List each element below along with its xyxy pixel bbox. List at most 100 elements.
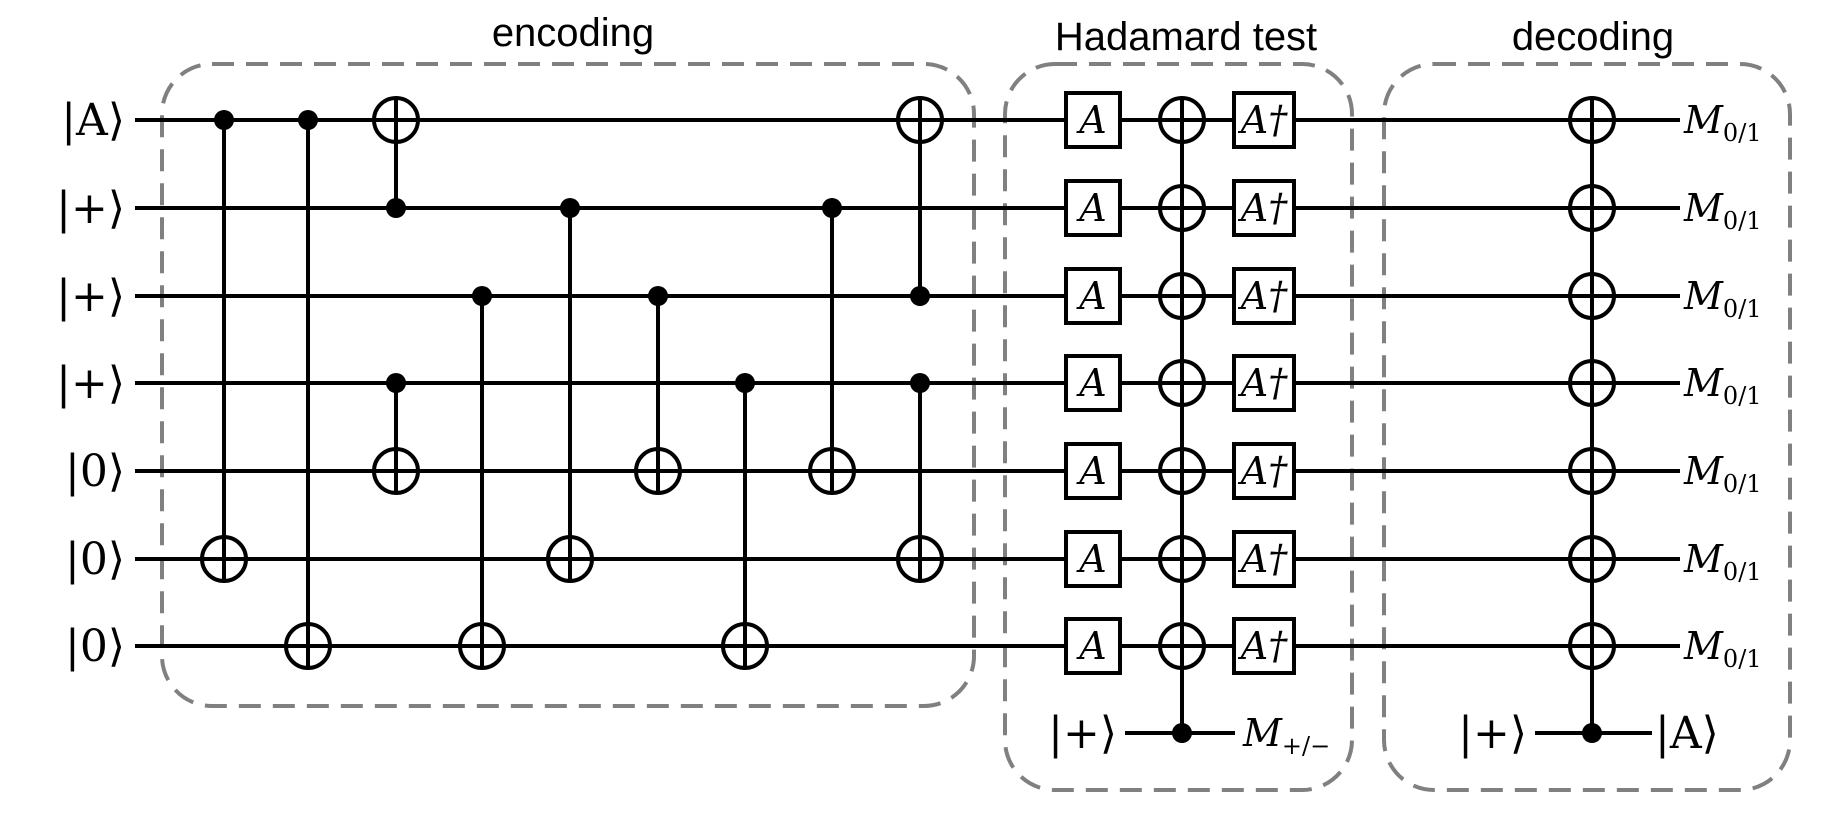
output-measurement-2: M0/1 xyxy=(1683,274,1762,323)
encoding-cnot-0 xyxy=(200,110,248,583)
gate-A-dagger-3: A† xyxy=(1232,354,1296,412)
cnot-target xyxy=(721,622,769,670)
decoding-output-ket: |A⟩ xyxy=(1655,708,1719,759)
gate-A-box xyxy=(1064,267,1122,325)
cnot-control-dot xyxy=(386,198,406,218)
encoding-title: encoding xyxy=(492,11,654,55)
encoding-cnot-3 xyxy=(372,373,420,495)
hadamard-control-dot xyxy=(1172,723,1192,743)
decoding-title: decoding xyxy=(1512,15,1674,59)
cnot-control-dot xyxy=(910,286,930,306)
gate-A-dagger-6: A† xyxy=(1232,617,1296,675)
gate-A-dagger-1: A† xyxy=(1232,179,1296,237)
hadamard-ancilla-ket: |+⟩ xyxy=(1048,708,1117,759)
gate-A-dagger-box xyxy=(1232,530,1296,588)
cnot-control-dot xyxy=(298,110,318,130)
gate-A-dagger-label: A† xyxy=(1238,274,1288,318)
decoding-gates: |+⟩|A⟩ xyxy=(1458,96,1719,759)
cnot-target xyxy=(458,622,506,670)
hadamard-measurement-label: M+/− xyxy=(1242,711,1330,760)
encoding-cnot-7 xyxy=(721,373,769,670)
gate-A-dagger-0: A† xyxy=(1232,91,1296,149)
encoding-cnot-10 xyxy=(896,373,944,583)
cnot-control-dot xyxy=(560,198,580,218)
decoding-cnot-target-5 xyxy=(1568,535,1616,583)
gate-A-dagger-box xyxy=(1232,91,1296,149)
encoding-gates xyxy=(200,96,944,670)
output-measurement-3: M0/1 xyxy=(1683,361,1762,410)
cnot-target xyxy=(546,535,594,583)
gate-A-2: A xyxy=(1064,267,1122,325)
hadamard-region-box xyxy=(1003,62,1354,792)
cnot-target xyxy=(896,96,944,144)
encoding-cnot-5 xyxy=(546,198,594,583)
input-ket-0: |A⟩ xyxy=(61,95,125,146)
gate-A-1: A xyxy=(1064,179,1122,237)
hadamard-cnot-target-5 xyxy=(1158,535,1206,583)
decoding-cnot-target-3 xyxy=(1568,359,1616,407)
output-measurement-1: M0/1 xyxy=(1683,186,1762,235)
input-states: |A⟩|+⟩|+⟩|+⟩|0⟩|0⟩|0⟩ xyxy=(56,95,125,672)
gate-A-label: A xyxy=(1076,186,1106,230)
hadamard-cnot-target-0 xyxy=(1158,96,1206,144)
gate-A-3: A xyxy=(1064,354,1122,412)
gate-A-dagger-box xyxy=(1232,179,1296,237)
cnot-target xyxy=(284,622,332,670)
gate-A-dagger-label: A† xyxy=(1238,624,1288,668)
hadamard-test-gates: A A† A A† A A† A A† A A† A A† A A† |+⟩ M+/− xyxy=(1048,91,1330,760)
output-measurement-6: M0/1 xyxy=(1683,624,1762,673)
gate-A-dagger-label: A† xyxy=(1238,361,1288,405)
cnot-control-dot xyxy=(648,286,668,306)
gate-A-box xyxy=(1064,179,1122,237)
gate-A-label: A xyxy=(1076,98,1106,142)
encoding-cnot-9 xyxy=(896,96,944,306)
input-ket-1: |+⟩ xyxy=(56,183,125,234)
cnot-control-dot xyxy=(910,373,930,393)
qubit-wires xyxy=(135,118,1680,735)
decoding-control-dot xyxy=(1582,723,1602,743)
cnot-target xyxy=(200,535,248,583)
hadamard-test-title: Hadamard test xyxy=(1055,15,1317,59)
gate-A-box xyxy=(1064,354,1122,412)
gate-A-dagger-label: A† xyxy=(1238,449,1288,493)
gate-A-0: A xyxy=(1064,91,1122,149)
gate-A-dagger-box xyxy=(1232,617,1296,675)
decoding-region-box xyxy=(1382,62,1792,792)
hadamard-cnot-target-6 xyxy=(1158,622,1206,670)
input-ket-3: |+⟩ xyxy=(56,358,125,409)
gate-A-box xyxy=(1064,91,1122,149)
input-ket-2: |+⟩ xyxy=(56,271,125,322)
cnot-control-dot xyxy=(472,286,492,306)
gate-A-label: A xyxy=(1076,449,1106,493)
gate-A-dagger-5: A† xyxy=(1232,530,1296,588)
gate-A-dagger-label: A† xyxy=(1238,98,1288,142)
output-measurements: M0/1M0/1M0/1M0/1M0/1M0/1M0/1 xyxy=(1683,98,1762,673)
gate-A-dagger-box xyxy=(1232,267,1296,325)
decoding-cnot-target-6 xyxy=(1568,622,1616,670)
decoding-cnot-target-2 xyxy=(1568,272,1616,320)
gate-A-6: A xyxy=(1064,617,1122,675)
gate-A-box xyxy=(1064,530,1122,588)
cnot-control-dot xyxy=(822,198,842,218)
gate-A-4: A xyxy=(1064,442,1122,500)
gate-A-dagger-label: A† xyxy=(1238,537,1288,581)
decoding-cnot-target-0 xyxy=(1568,96,1616,144)
gate-A-dagger-2: A† xyxy=(1232,267,1296,325)
input-ket-6: |0⟩ xyxy=(65,621,125,672)
cnot-control-dot xyxy=(386,373,406,393)
hadamard-cnot-target-2 xyxy=(1158,272,1206,320)
gate-A-label: A xyxy=(1076,361,1106,405)
cnot-control-dot xyxy=(735,373,755,393)
encoding-cnot-4 xyxy=(458,286,506,670)
gate-A-dagger-box xyxy=(1232,442,1296,500)
encoding-cnot-1 xyxy=(284,110,332,670)
gate-A-5: A xyxy=(1064,530,1122,588)
cnot-target xyxy=(372,447,420,495)
output-measurement-0: M0/1 xyxy=(1683,98,1762,147)
encoding-cnot-2 xyxy=(372,96,420,218)
hadamard-cnot-target-4 xyxy=(1158,447,1206,495)
gate-A-dagger-box xyxy=(1232,354,1296,412)
decoding-cnot-target-1 xyxy=(1568,184,1616,232)
output-measurement-4: M0/1 xyxy=(1683,449,1762,498)
